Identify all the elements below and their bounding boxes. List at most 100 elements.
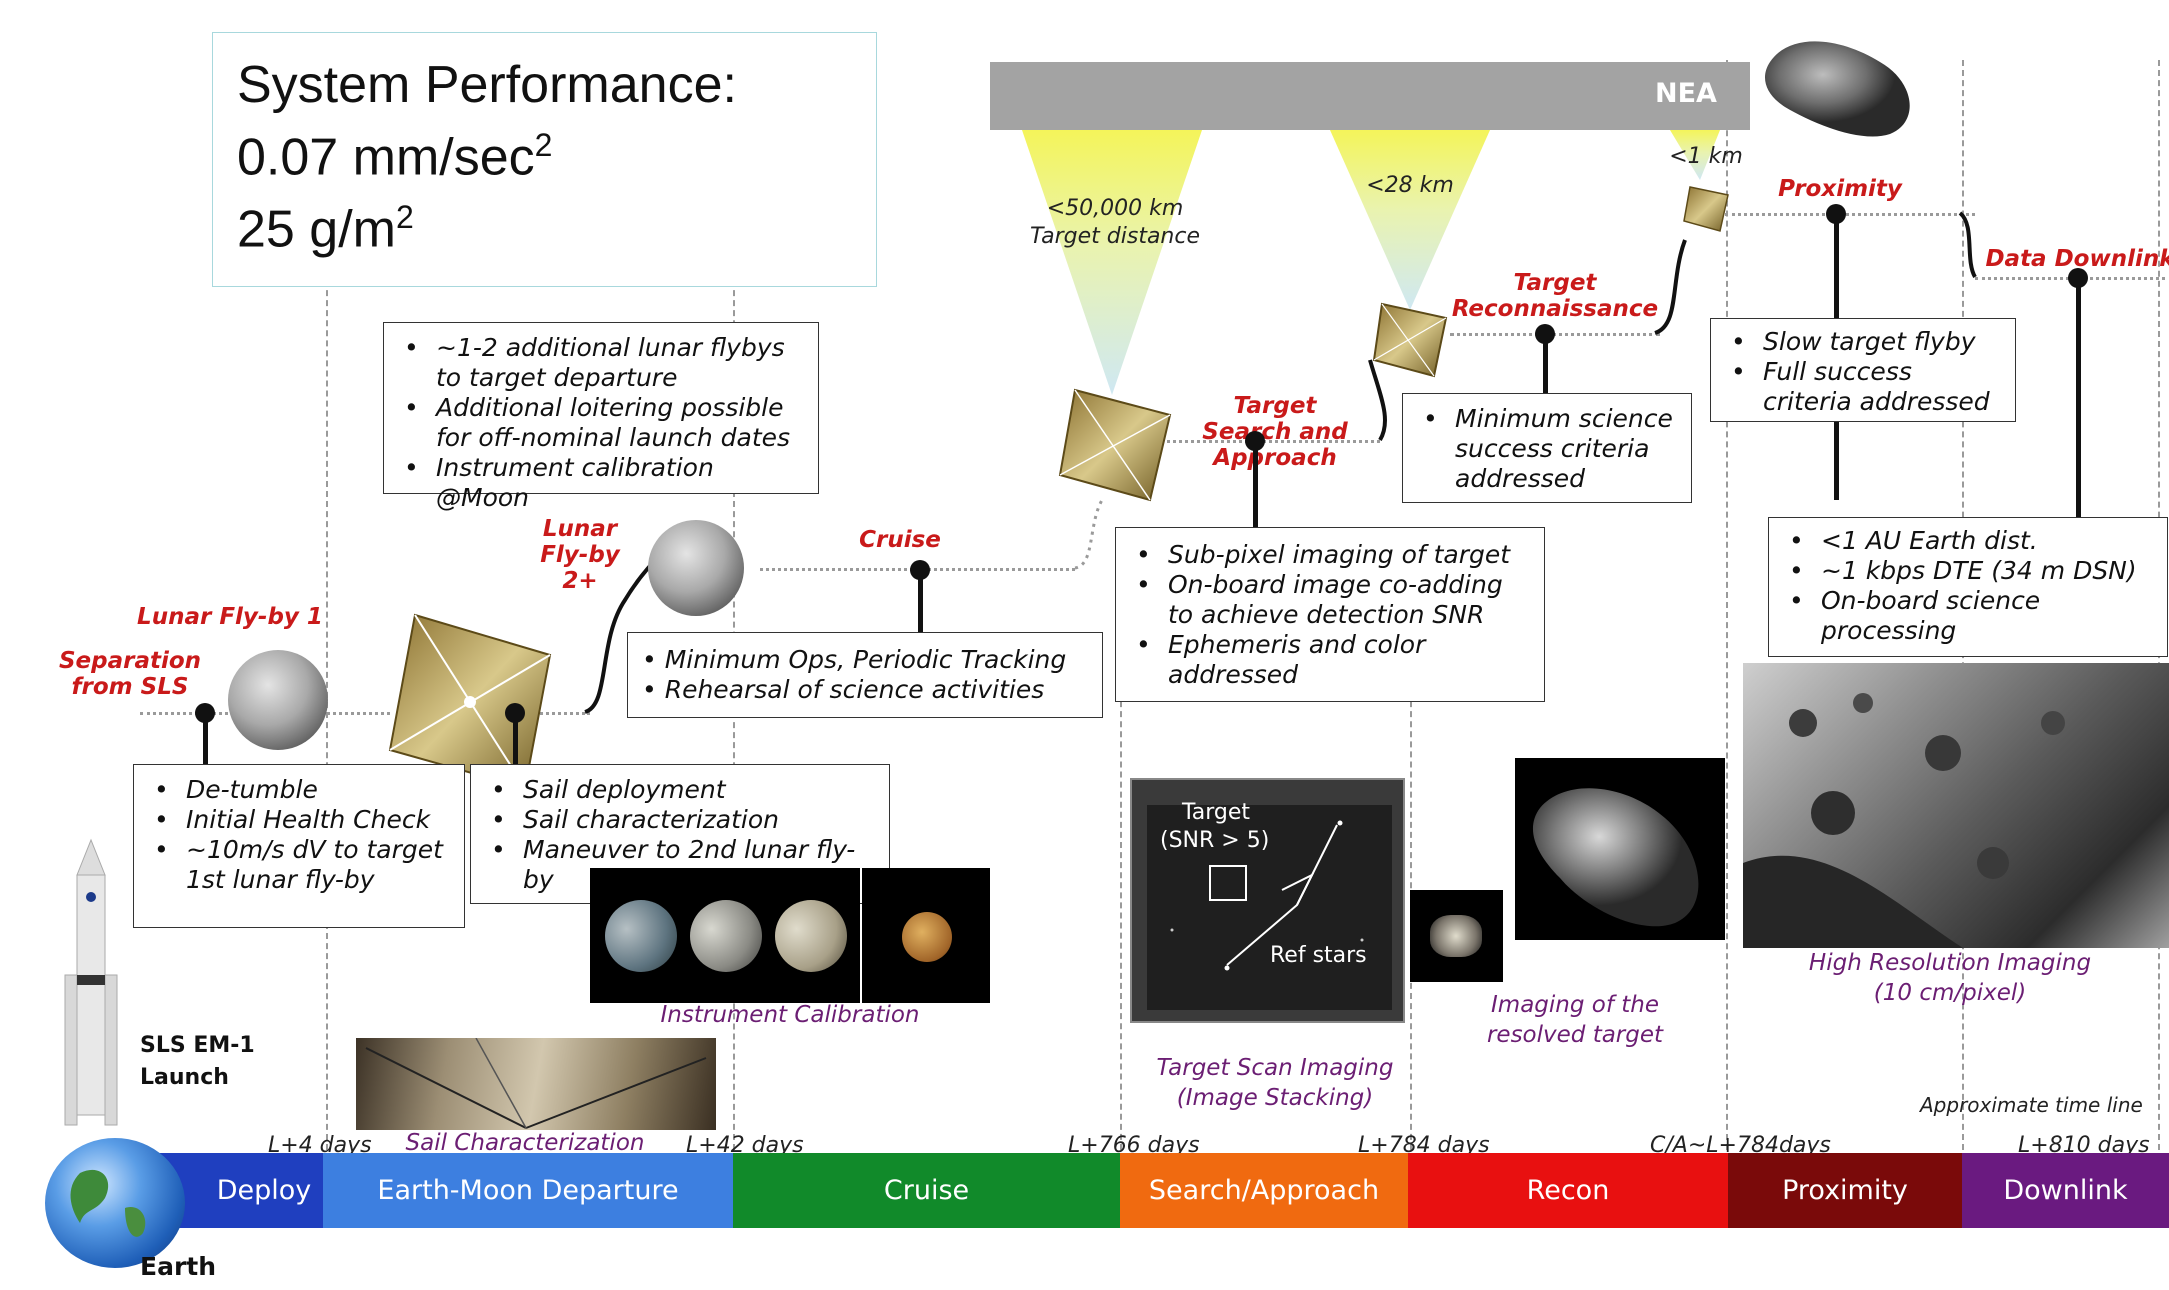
launch-label-line1: SLS EM-1 bbox=[140, 1033, 255, 1058]
nea-bar bbox=[990, 62, 1780, 130]
distance-far-label: <50,000 km Target distance bbox=[1010, 195, 1220, 251]
cruise-item-1: • Minimum Ops, Periodic Tracking bbox=[642, 645, 1067, 674]
moon-phase-3 bbox=[775, 900, 847, 972]
target-scan-photo: Target (SNR > 5) Ref stars bbox=[1130, 778, 1405, 1023]
surface-hires-photo bbox=[1743, 663, 2169, 948]
guide-line-l784 bbox=[1410, 540, 1412, 1150]
distance-far-caption: Target distance bbox=[1030, 224, 1200, 249]
stem-separation bbox=[203, 712, 208, 767]
performance-box: System Performance: 0.07 mm/sec2 25 g/m2 bbox=[212, 32, 877, 287]
milestone-cruise: Cruise bbox=[859, 527, 941, 553]
target-scan-frame bbox=[1147, 805, 1392, 1010]
performance-accel: 0.07 mm/sec2 bbox=[237, 127, 553, 187]
path-recon bbox=[1450, 333, 1660, 336]
cruise-item-2: • Rehearsal of science activities bbox=[642, 675, 1045, 704]
deployment-item-3: Maneuver to 2nd lunar fly-by bbox=[485, 835, 875, 895]
box-search: Sub-pixel imaging of target On-board ima… bbox=[1115, 527, 1545, 702]
separation-item-2: Initial Health Check bbox=[148, 805, 450, 835]
stack-label-ref-stars: Ref stars bbox=[1270, 943, 1367, 968]
stem-recon bbox=[1543, 333, 1548, 393]
lunar-item-2: Additional loitering possible for off-no… bbox=[398, 393, 804, 453]
stem-proximity-lower bbox=[1834, 420, 1839, 500]
box-cruise: • Minimum Ops, Periodic Tracking • Rehea… bbox=[627, 632, 1103, 718]
downlink-item-1: <1 AU Earth dist. bbox=[1783, 526, 2153, 556]
caption-instrument-calibration: Instrument Calibration bbox=[660, 1002, 920, 1028]
cone-far bbox=[1022, 130, 1202, 395]
surface-texture bbox=[1743, 693, 2065, 948]
distance-near-label: <1 km bbox=[1669, 144, 1743, 169]
milestone-proximity: Proximity bbox=[1778, 176, 1902, 202]
downlink-item-3: On-board science processing bbox=[1783, 586, 2153, 646]
downlink-item-2: ~1 kbps DTE (34 m DSN) bbox=[1783, 556, 2153, 586]
asteroid-photo-top bbox=[1750, 22, 1928, 150]
path-deploy bbox=[505, 712, 590, 715]
caption-target-scan-line1: Target Scan Imaging bbox=[1156, 1055, 1394, 1081]
lunar-item-3: Instrument calibration @Moon bbox=[398, 453, 804, 513]
resolved-asteroid-photo bbox=[1515, 758, 1725, 940]
milestone-target-search: Target Search and Approach bbox=[1202, 393, 1348, 471]
moon-phase-2 bbox=[690, 900, 762, 972]
phase-earth-moon-departure: Earth-Moon Departure bbox=[323, 1153, 733, 1228]
phase-cruise: Cruise bbox=[733, 1153, 1120, 1228]
guide-line-ca bbox=[1726, 60, 1728, 1150]
phase-recon: Recon bbox=[1408, 1153, 1728, 1228]
resolved-blob bbox=[1430, 915, 1482, 957]
box-separation: De-tumble Initial Health Check ~10m/s dV… bbox=[133, 764, 465, 928]
launch-label-line2: Launch bbox=[140, 1065, 229, 1090]
sls-rocket-icon bbox=[64, 838, 118, 1126]
earth-label: Earth bbox=[140, 1252, 217, 1281]
lunar-item-1: ~1-2 additional lunar flybys to target d… bbox=[398, 333, 804, 393]
recon-item-1: Minimum science success criteria address… bbox=[1417, 404, 1677, 494]
caption-resolved-line1: Imaging of the bbox=[1491, 992, 1659, 1018]
milestone-lunar-flyby-2: Lunar Fly-by 2+ bbox=[540, 516, 620, 594]
performance-areal: 25 g/m2 bbox=[237, 199, 414, 259]
caption-resolved-target: Imaging of the resolved target bbox=[1460, 990, 1690, 1050]
milestone-lunar-flyby-1: Lunar Fly-by 1 bbox=[137, 604, 323, 630]
stack-label-snr: (SNR > 5) bbox=[1160, 828, 1270, 853]
caption-hires: High Resolution Imaging (10 cm/pixel) bbox=[1770, 948, 2130, 1008]
deployment-item-2: Sail characterization bbox=[485, 805, 875, 835]
sail-characterization-photo bbox=[356, 1037, 716, 1130]
guide-line-l4 bbox=[326, 270, 328, 1150]
guide-line-l766 bbox=[1120, 540, 1122, 1150]
moon-flyby-2 bbox=[648, 520, 744, 616]
stem-search bbox=[1253, 440, 1258, 527]
resolved-blob-photo bbox=[1410, 890, 1503, 982]
cone-mid bbox=[1330, 130, 1490, 310]
proximity-item-2: Full success criteria addressed bbox=[1725, 357, 2001, 417]
stem-proximity bbox=[1834, 213, 1839, 353]
caption-target-scan: Target Scan Imaging (Image Stacking) bbox=[1140, 1053, 1410, 1113]
path-proximity bbox=[1725, 213, 1975, 216]
solar-sail-proximity bbox=[1683, 186, 1729, 232]
earth-globe-icon bbox=[45, 1138, 185, 1268]
stem-downlink bbox=[2076, 277, 2081, 517]
separation-item-1: De-tumble bbox=[148, 775, 450, 805]
mars-photo bbox=[862, 868, 990, 1003]
box-downlink: <1 AU Earth dist. ~1 kbps DTE (34 m DSN)… bbox=[1768, 517, 2168, 657]
distance-mid-label: <28 km bbox=[1366, 173, 1454, 198]
caption-hires-line2: (10 cm/pixel) bbox=[1873, 980, 2027, 1006]
caption-resolved-line2: resolved target bbox=[1486, 1022, 1664, 1048]
approx-timeline-label: Approximate time line bbox=[1920, 1093, 2143, 1117]
milestone-separation: Separation from SLS bbox=[58, 648, 202, 700]
launch-label: SLS EM-1 Launch bbox=[140, 1030, 255, 1094]
phase-proximity: Proximity bbox=[1728, 1153, 1962, 1228]
earth-continents bbox=[70, 1169, 146, 1237]
caption-hires-line1: High Resolution Imaging bbox=[1808, 950, 2092, 976]
search-item-2: On-board image co-adding to achieve dete… bbox=[1130, 570, 1530, 630]
target-scan-annotations bbox=[1170, 820, 1364, 971]
box-recon: Minimum science success criteria address… bbox=[1402, 393, 1692, 503]
stack-label-target: Target bbox=[1182, 800, 1251, 825]
nea-label: NEA bbox=[1655, 78, 1717, 109]
box-lunar-flybys: ~1-2 additional lunar flybys to target d… bbox=[383, 322, 819, 512]
deployment-item-1: Sail deployment bbox=[485, 775, 875, 805]
distance-far-value: <50,000 km bbox=[1046, 196, 1184, 221]
box-proximity: Slow target flyby Full success criteria … bbox=[1710, 318, 2016, 422]
stem-cruise bbox=[918, 568, 923, 633]
search-item-3: Ephemeris and color addressed bbox=[1130, 630, 1530, 690]
moon-phase-1 bbox=[605, 900, 677, 972]
caption-sail-characterization: Sail Characterization bbox=[405, 1130, 645, 1156]
solar-sail-deployed bbox=[388, 613, 552, 790]
